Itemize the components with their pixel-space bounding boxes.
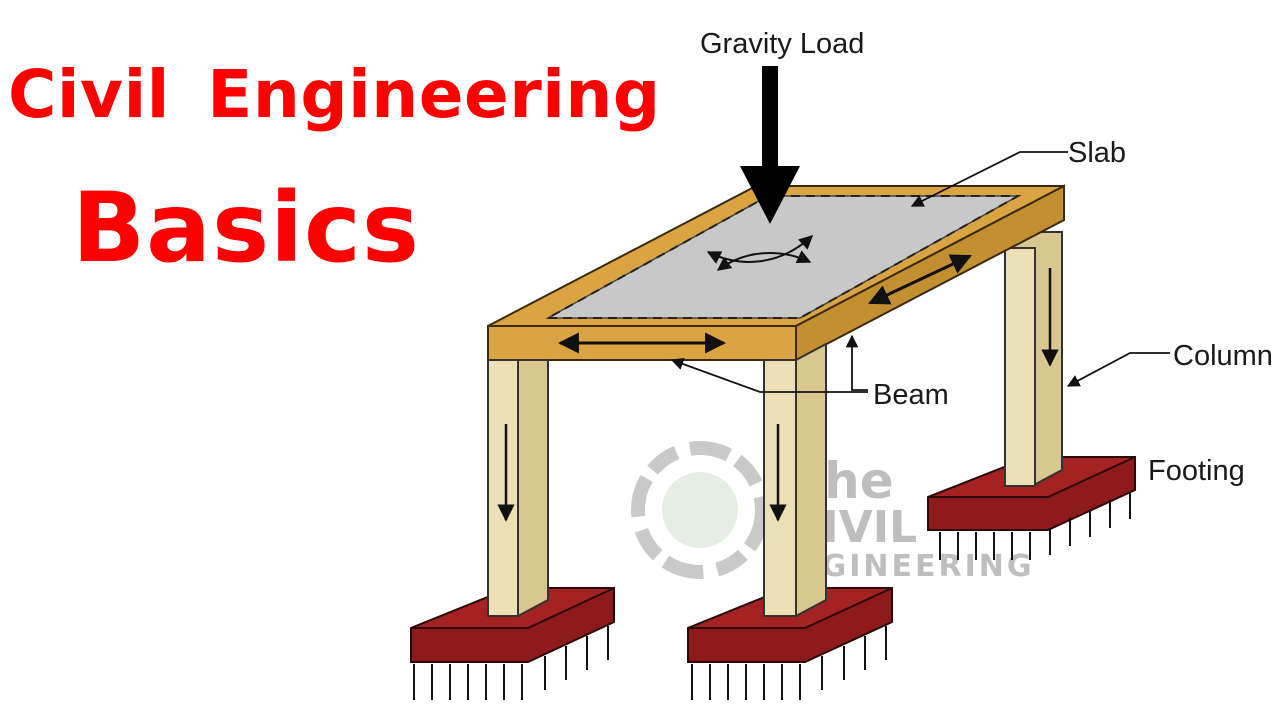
beam-leader [670,357,868,393]
column-back-right [1004,231,1063,487]
column-front-left [487,359,549,618]
beam-label: Beam [873,379,949,411]
title-line-1: Civil Engineering [8,56,661,133]
column-front-middle [763,342,827,618]
gravity-load-label: Gravity Load [700,28,864,60]
slab-label: Slab [1068,137,1126,169]
column-leader [1066,352,1170,387]
slab [487,184,1065,362]
beam-leader-2 [845,334,868,391]
slab-leader [910,151,1068,207]
gravity-load-arrow [740,66,800,224]
footing-label: Footing [1148,455,1245,487]
column-label: Column [1173,340,1273,372]
title-line-2: Basics [72,172,421,284]
